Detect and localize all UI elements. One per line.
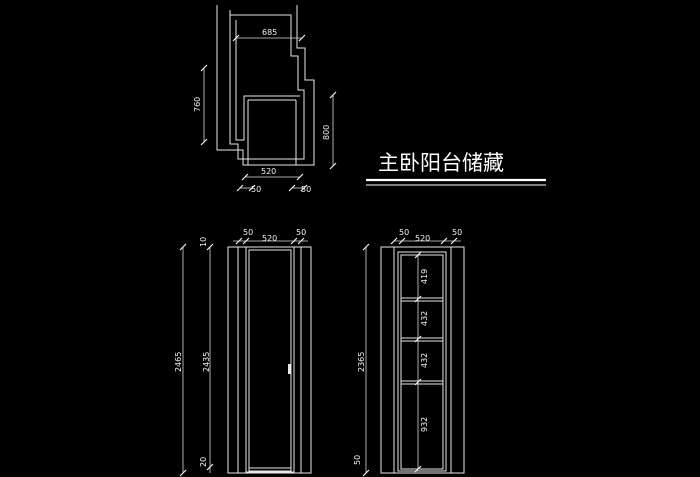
dim-520: 520 (261, 167, 276, 176)
dim-685: 685 (262, 28, 277, 37)
plan-view: 685 760 800 520 50 50 (193, 5, 337, 194)
door-handle (288, 364, 291, 374)
plan-inner-wall (229, 10, 305, 160)
inner-outer-frame (380, 246, 465, 474)
shelf-1 (400, 297, 444, 302)
front-dim-20: 20 (199, 457, 208, 467)
dim-50-right: 50 (301, 185, 311, 194)
front-dim-520: 520 (262, 234, 277, 243)
shelf-height-3: 432 (420, 353, 429, 368)
inner-dim-520: 520 (415, 234, 430, 243)
inner-dim-2365: 2365 (357, 352, 366, 372)
dim-800: 800 (322, 125, 331, 140)
inner-dim-50-bottom: 50 (353, 455, 362, 465)
shelf-height-2: 432 (420, 311, 429, 326)
shelf-3 (400, 380, 444, 385)
inner-dim-50-left: 50 (399, 228, 409, 237)
shelf-height-1: 419 (420, 269, 429, 284)
inner-cabinet-inner (400, 254, 444, 470)
shelf-2 (400, 337, 444, 342)
plan-outer-wall (216, 5, 315, 166)
front-door-panel (245, 246, 295, 473)
dim-50-left: 50 (251, 185, 261, 194)
inner-dim-50-right: 50 (452, 228, 462, 237)
front-dim-2465: 2465 (174, 352, 183, 372)
front-elevation: 50 520 50 2465 2435 10 20 (174, 228, 312, 477)
front-outer-frame (227, 246, 312, 474)
dim-760: 760 (193, 97, 202, 112)
drawing-title: 主卧阳台储藏 (378, 151, 504, 175)
shelf-height-4: 932 (420, 417, 429, 432)
inner-elevation: 50 520 50 2365 50 419 432 432 932 (353, 228, 465, 477)
inner-cabinet-frame (397, 251, 447, 472)
front-dim-50-right: 50 (296, 228, 306, 237)
front-dim-50-left: 50 (243, 228, 253, 237)
front-dim-2435: 2435 (202, 352, 211, 372)
plan-cabinet-body (235, 20, 300, 141)
front-door-inner (248, 249, 292, 472)
front-dim-10: 10 (199, 237, 208, 247)
